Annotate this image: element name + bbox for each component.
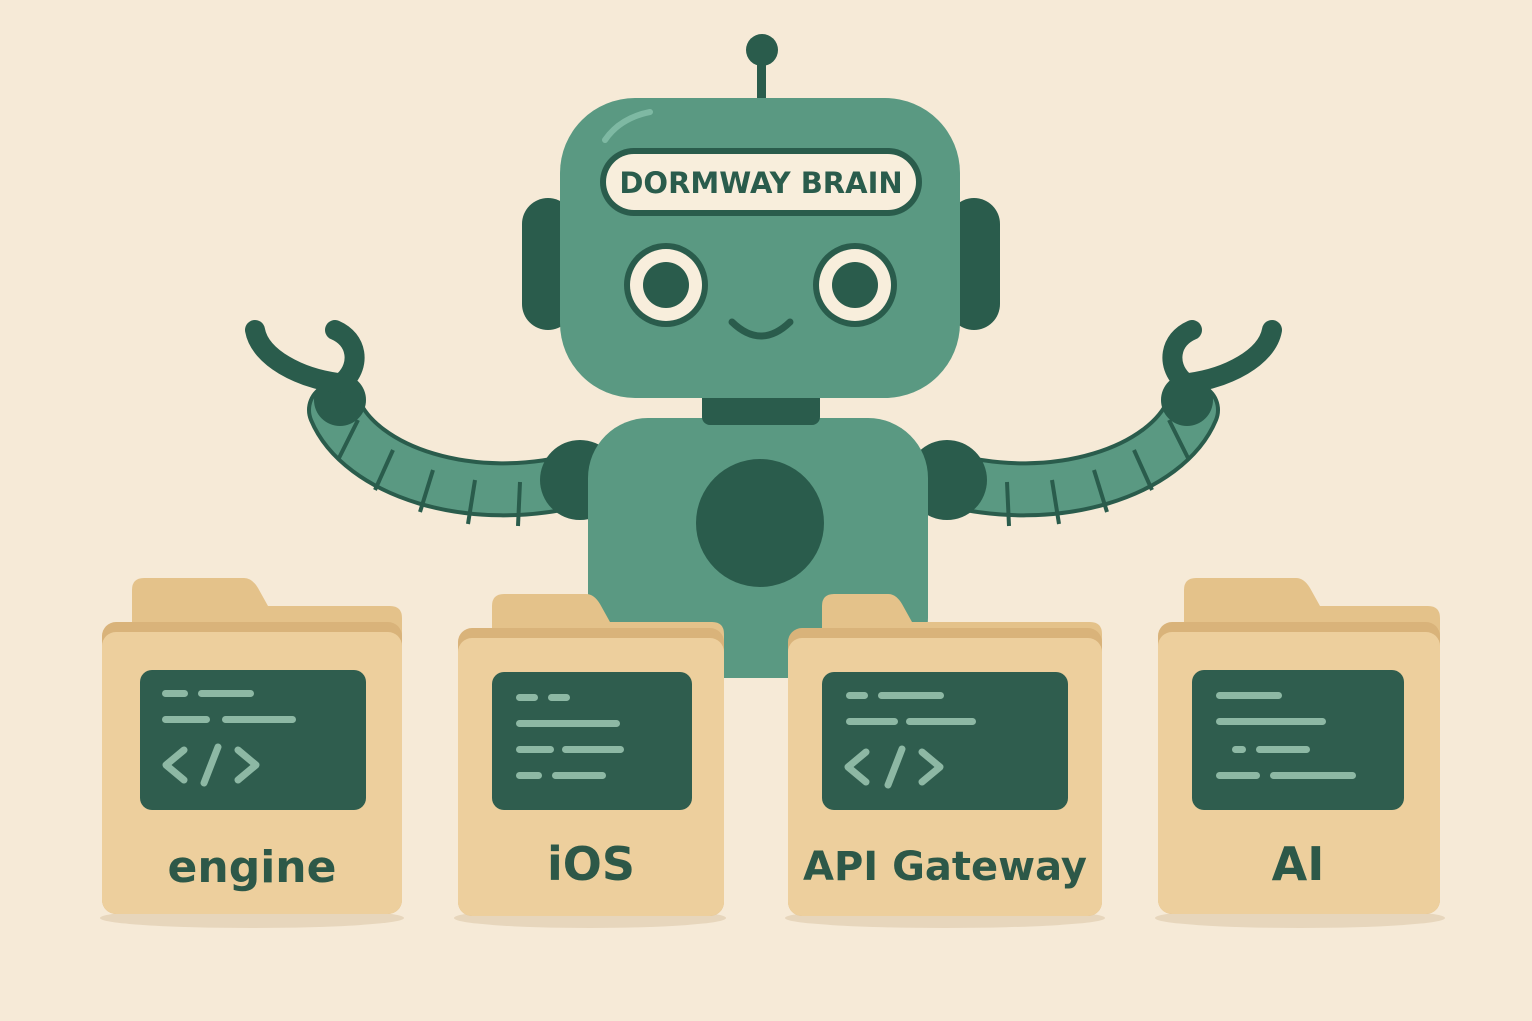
antenna <box>746 34 778 100</box>
right-ear <box>948 198 1000 330</box>
text-lines-icon <box>492 672 692 810</box>
robot-head: DORMWAY BRAIN <box>560 98 960 398</box>
left-eye <box>624 243 708 327</box>
robot: DORMWAY BRAIN <box>245 34 1282 678</box>
folder-label: API Gateway <box>803 844 1087 890</box>
text-lines-icon <box>1192 670 1404 810</box>
folder-ios[interactable]: iOS <box>458 594 724 916</box>
name-plate: DORMWAY BRAIN <box>600 148 922 216</box>
folder-label: AI <box>1272 837 1325 891</box>
left-arm <box>245 320 620 527</box>
right-arm <box>907 320 1282 527</box>
folder-label: iOS <box>547 837 635 891</box>
smile <box>728 318 794 340</box>
chest-button <box>696 459 824 587</box>
code-tag-icon <box>140 670 366 810</box>
folder-ai[interactable]: AI <box>1158 578 1440 914</box>
name-plate-text: DORMWAY BRAIN <box>619 166 902 200</box>
folder-engine[interactable]: engine <box>102 578 402 914</box>
right-eye <box>813 243 897 327</box>
folder-label: engine <box>168 842 337 893</box>
code-tag-icon <box>822 672 1068 810</box>
folder-api-gateway[interactable]: API Gateway <box>788 594 1102 916</box>
